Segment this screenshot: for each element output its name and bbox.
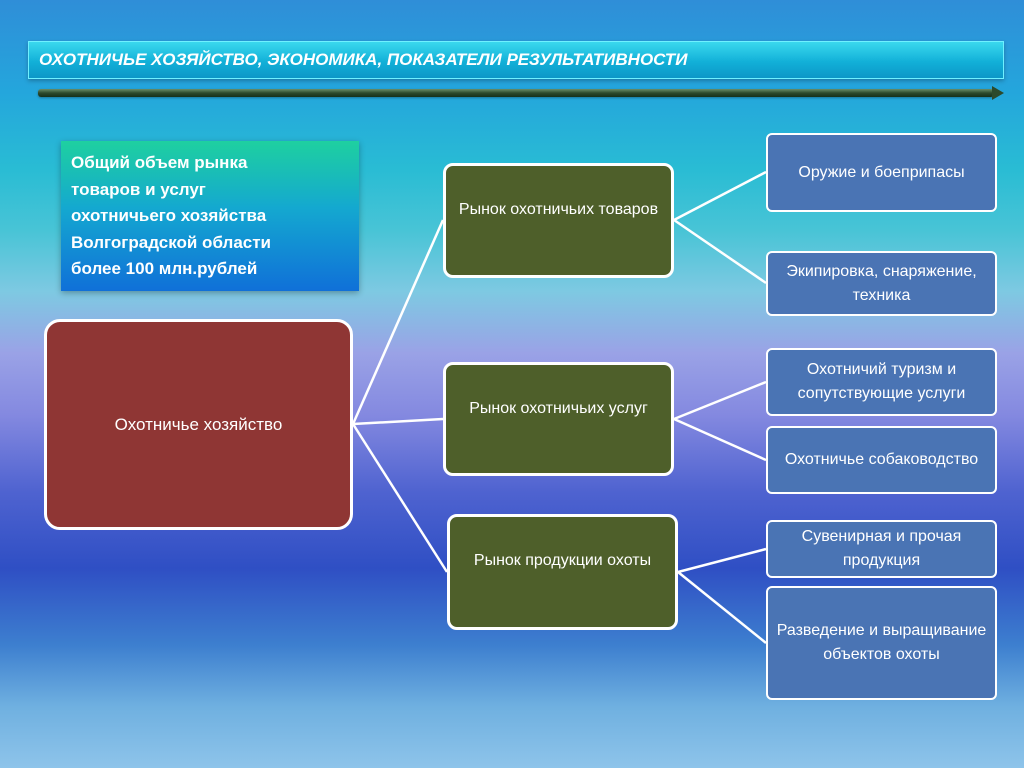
connector-goods-equipment — [673, 218, 767, 285]
market-volume-callout: Общий объем рынка товаров и услуг охотни… — [61, 141, 359, 291]
item-node-tourism: Охотничий туризм и сопутствующие услуги — [766, 348, 997, 416]
root-node-label: Охотничье хозяйство — [114, 414, 283, 434]
connector-produce-breeding — [677, 571, 767, 644]
item-node-label: Оружие и боеприпасы — [798, 163, 965, 181]
title-bar: ОХОТНИЧЬЕ ХОЗЯЙСТВО, ЭКОНОМИКА, ПОКАЗАТЕ… — [28, 41, 1004, 79]
item-node-souvenirs: Сувенирная и прочая продукция — [766, 520, 997, 578]
market-volume-text: Общий объем рынка товаров и услуг охотни… — [71, 153, 272, 278]
market-node-services: Рынок охотничьих услуг — [443, 362, 674, 476]
item-node-equipment: Экипировка, снаряжение, техника — [766, 251, 997, 316]
market-node-label: Рынок охотничьих товаров — [458, 201, 659, 218]
connector-produce-souvenirs — [677, 547, 767, 574]
item-node-label: Сувенирная и прочая продукция — [801, 528, 962, 569]
page-title: ОХОТНИЧЬЕ ХОЗЯЙСТВО, ЭКОНОМИКА, ПОКАЗАТЕ… — [39, 50, 688, 69]
item-node-label: Разведение и выращивание объектов охоты — [776, 622, 987, 663]
connector-root-services — [352, 417, 444, 426]
connector-services-tourism — [673, 380, 767, 421]
connector-services-dogs — [673, 417, 767, 462]
divider-arrow-icon — [992, 86, 1004, 100]
market-node-label: Рынок охотничьих услуг — [469, 400, 648, 417]
market-node-label: Рынок продукции охоты — [473, 552, 652, 569]
item-node-dog-breeding: Охотничье собаководство — [766, 426, 997, 494]
root-node: Охотничье хозяйство — [44, 319, 353, 530]
market-node-produce: Рынок продукции охоты — [447, 514, 678, 630]
title-divider — [38, 89, 994, 97]
item-node-game-breeding: Разведение и выращивание объектов охоты — [766, 586, 997, 700]
item-node-label: Экипировка, снаряжение, техника — [786, 262, 977, 304]
market-node-goods: Рынок охотничьих товаров — [443, 163, 674, 278]
item-node-label: Охотничье собаководство — [784, 451, 979, 468]
item-node-label: Охотничий туризм и сопутствующие услуги — [797, 361, 966, 402]
connector-root-produce — [351, 423, 449, 573]
item-node-weapons: Оружие и боеприпасы — [766, 133, 997, 212]
connector-root-goods — [351, 219, 445, 425]
connector-goods-weapons — [673, 170, 767, 222]
